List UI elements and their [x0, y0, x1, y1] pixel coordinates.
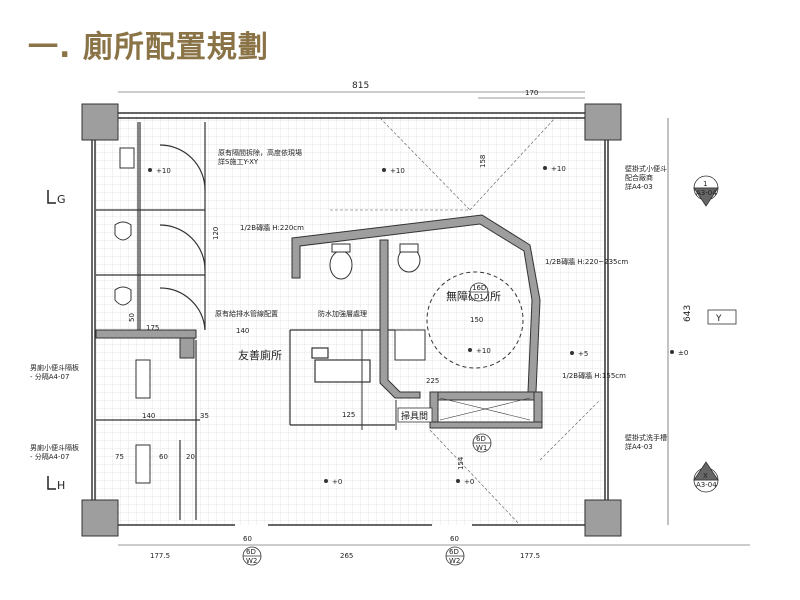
- ff-3: +10: [476, 347, 491, 355]
- page-title: 一. 廁所配置規劃: [28, 30, 269, 65]
- floor-tile-grid: [95, 115, 605, 525]
- note-left1: 原有給排水管線配置: [215, 309, 278, 318]
- dimension-lines: [118, 91, 750, 546]
- cut-g: G: [57, 193, 66, 206]
- note-urinal2b: - 分隔A4-07: [30, 452, 69, 461]
- outer-walls: [91, 112, 609, 526]
- accessible-fixtures: [329, 243, 531, 421]
- note-right2: 壁掛式洗手槽: [625, 433, 667, 442]
- dim-140b: 140: [142, 412, 155, 420]
- c61-top: 6D: [449, 548, 459, 556]
- note-top: 原有隔間拆除，高度依現場: [218, 148, 302, 157]
- c60-bot: W2: [246, 557, 257, 565]
- sec2-bot: A3-04: [696, 481, 717, 489]
- dim-75: 75: [115, 453, 124, 461]
- dim-50: 50: [128, 313, 136, 322]
- janitor-label-box: [397, 407, 433, 423]
- section-cut-markers: [47, 190, 56, 490]
- friendly-toilet-walls: [289, 329, 395, 426]
- c-center-bot: D1: [474, 293, 484, 301]
- note-urinal2: 男廁小便斗隔板: [30, 443, 79, 452]
- dim-140: 140: [236, 327, 249, 335]
- dim-225: 225: [426, 377, 439, 385]
- note-right1c: 詳A4-03: [625, 182, 653, 191]
- note-right2b: 詳A4-03: [625, 442, 653, 451]
- note-tile3: 1/2B磚牆 H:155cm: [562, 371, 626, 380]
- sec1-top: 1: [703, 180, 707, 188]
- ff-5: +0: [332, 478, 342, 486]
- ff-1: +10: [390, 167, 405, 175]
- cut-h: H: [57, 479, 65, 492]
- note-right1b: 配合廠商: [625, 173, 653, 182]
- dim-bottom-door2: 60: [450, 535, 459, 543]
- note-left2: 防水加強層處理: [318, 309, 367, 318]
- c61-bot: W2: [449, 557, 460, 565]
- note-tile2: 1/2B磚牆 H:220~235cm: [545, 257, 628, 266]
- c-center-top: 16D: [472, 284, 486, 292]
- ff-8: ±0: [678, 349, 688, 357]
- elevation-markers: [148, 166, 674, 483]
- elev-label: Y: [715, 314, 722, 324]
- dim-20: 20: [186, 453, 195, 461]
- dim-35: 35: [200, 412, 209, 420]
- c60-top: 6D: [246, 548, 256, 556]
- dim-120: 120: [212, 227, 220, 240]
- dim-60: 60: [159, 453, 168, 461]
- dim-158: 158: [479, 155, 487, 168]
- elev-label-box: [707, 309, 737, 325]
- ff-2: +10: [551, 165, 566, 173]
- dim-154: 154: [457, 456, 465, 470]
- room-label-janitor: 掃具間: [401, 411, 428, 422]
- room-label-friendly: 友善廁所: [238, 348, 282, 362]
- c63-top: 6D: [476, 435, 486, 443]
- dim-bottom-mid: 265: [340, 552, 353, 560]
- dim-125: 125: [342, 411, 355, 419]
- partition-bottom: [361, 330, 397, 430]
- sec2-top: X: [703, 472, 708, 480]
- dim-175: 175: [146, 324, 159, 332]
- note-right1: 壁掛式小便斗: [625, 164, 667, 173]
- partitions-left: [96, 122, 206, 520]
- ff-4: +5: [578, 350, 588, 358]
- accessible-toilet-walls: [291, 214, 543, 429]
- dim-bottom-right: 177.5: [520, 552, 540, 560]
- sec1-bot: A3-04: [696, 189, 717, 197]
- dim-overall-height: 643: [683, 305, 693, 322]
- dim-150: 150: [470, 316, 483, 324]
- urinals: [114, 147, 151, 484]
- columns: [81, 103, 622, 537]
- dim-overall-width: 815: [352, 81, 369, 91]
- c63-bot: W1: [476, 444, 487, 452]
- section-callout-1: [693, 175, 719, 493]
- dim-bottom-door1: 60: [243, 535, 252, 543]
- ff-7: +10: [156, 167, 171, 175]
- ff-6: +0: [464, 478, 474, 486]
- note-tile1: 1/2B磚牆 H:220cm: [240, 223, 304, 232]
- dim-bottom-left: 177.5: [150, 552, 170, 560]
- note-urinal1b: - 分隔A4-07: [30, 372, 69, 381]
- door-callouts: [242, 282, 492, 566]
- note-urinal1: 男廁小便斗隔板: [30, 363, 79, 372]
- note-top2: 詳S施工Y-XY: [218, 157, 259, 166]
- door-swings: [330, 117, 601, 526]
- dim-right-width: 170: [525, 89, 538, 97]
